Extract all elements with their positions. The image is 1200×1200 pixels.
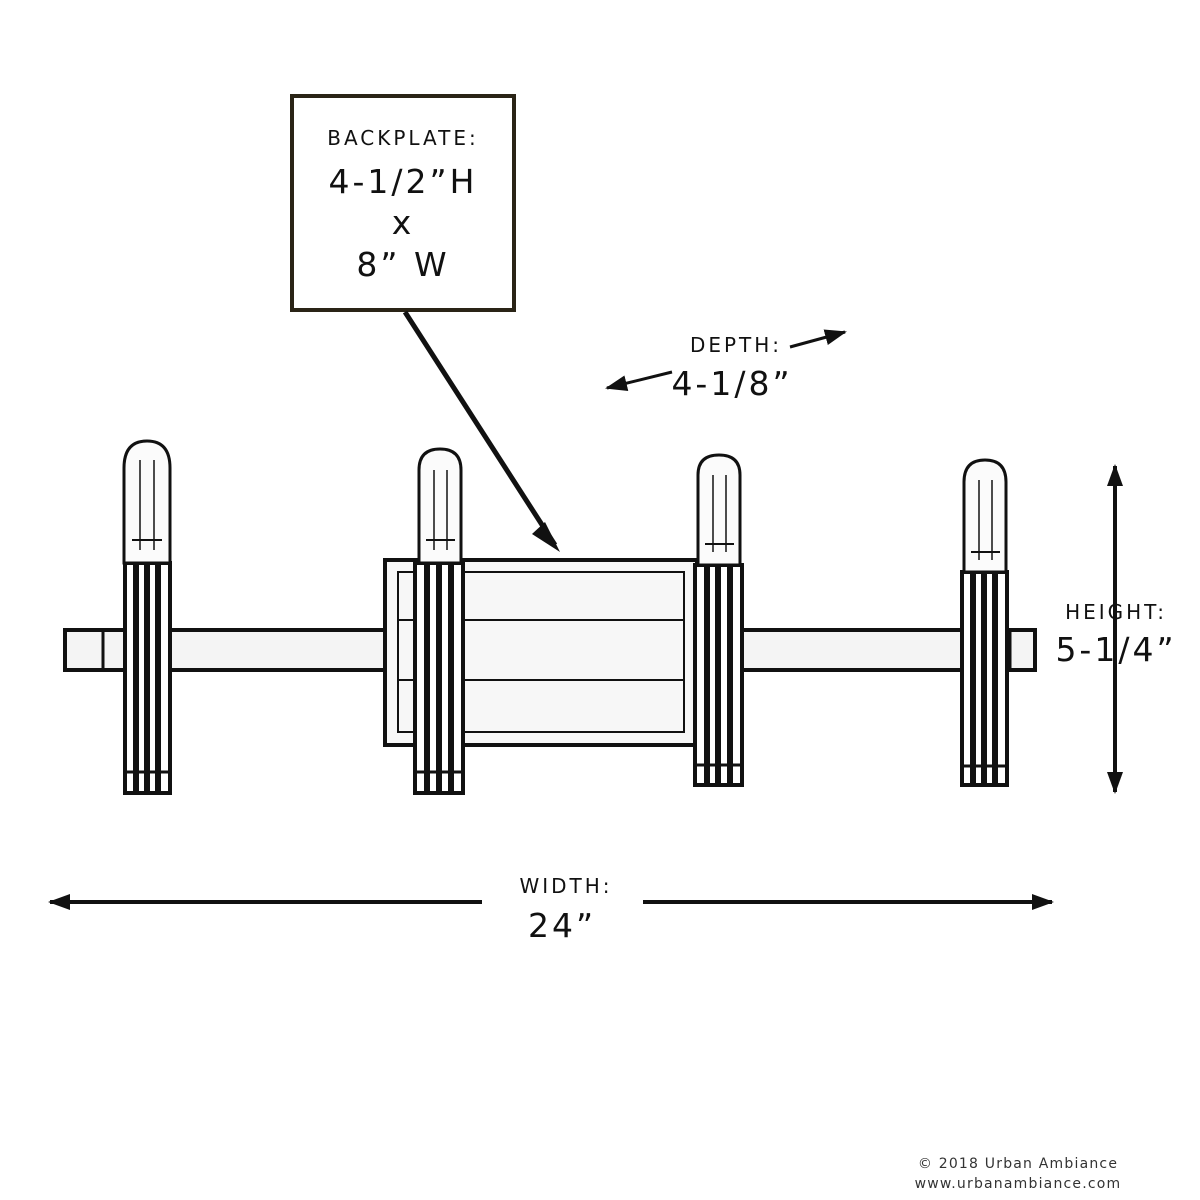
bulb-4 xyxy=(962,458,1008,574)
depth-arrow-back xyxy=(789,329,847,349)
bulb-1 xyxy=(122,439,172,565)
backplate-title: BACKPLATE: xyxy=(327,126,479,150)
height-value: 5-1/4” xyxy=(1055,630,1176,669)
backplate-height: 4-1/2”H xyxy=(329,162,478,201)
depth-label: DEPTH: xyxy=(690,333,782,357)
backplate-inner-frame xyxy=(397,571,685,733)
website-text: www.urbanambiance.com xyxy=(914,1176,1122,1192)
socket-column-3 xyxy=(693,563,744,787)
backplate-pointer-arrowhead xyxy=(532,522,560,552)
width-value: 24” xyxy=(528,906,596,945)
socket-column-4 xyxy=(960,570,1009,787)
width-dimension: WIDTH: 24” xyxy=(48,874,1054,945)
depth-arrow-front xyxy=(605,370,673,391)
backplate-pointer-arrow xyxy=(402,310,558,547)
backplate-width: 8” W xyxy=(356,245,449,284)
socket-column-1 xyxy=(123,561,172,795)
copyright-text: © 2018 Urban Ambiance xyxy=(917,1156,1119,1172)
bulb-2 xyxy=(417,447,463,565)
backplate-times: x xyxy=(392,203,415,242)
bulb-3 xyxy=(696,453,742,567)
height-label: HEIGHT: xyxy=(1065,600,1167,624)
depth-value: 4-1/8” xyxy=(671,364,792,403)
backplate-callout: BACKPLATE: 4-1/2”H x 8” W xyxy=(290,94,560,552)
socket-column-2 xyxy=(413,561,465,795)
backplate-callout-box xyxy=(290,94,516,312)
height-dimension: HEIGHT: 5-1/4” xyxy=(1055,464,1176,794)
width-label: WIDTH: xyxy=(519,874,612,898)
fixture-drawing xyxy=(63,439,1037,795)
depth-dimension: DEPTH: 4-1/8” xyxy=(605,329,847,403)
